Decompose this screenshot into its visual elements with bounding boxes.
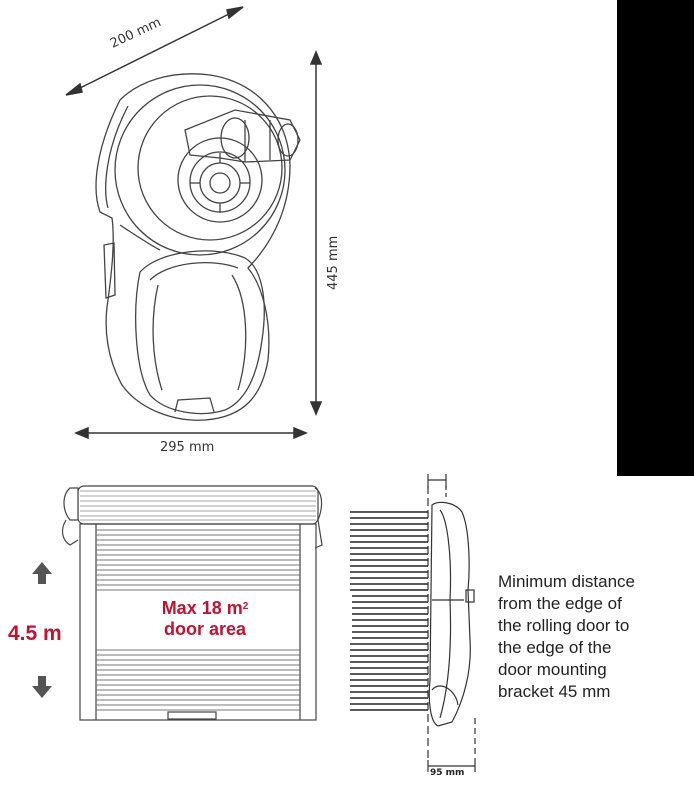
desc-line: bracket 45 mm (498, 682, 611, 701)
clearance-description: Minimum distance from the edge of the ro… (498, 571, 688, 703)
side-view-slats (350, 511, 428, 711)
side-view-drawing (427, 474, 476, 772)
down-arrow-icon (32, 676, 52, 698)
height-label: 445 mm (326, 235, 341, 290)
width-dimension-arrow (74, 426, 308, 440)
motor-body (95, 73, 301, 421)
desc-line: from the edge of (498, 594, 622, 613)
clearance-label: 95 mm (430, 768, 465, 778)
door-area-label: Max 18 m2 door area (105, 598, 305, 640)
desc-line: door mounting (498, 660, 607, 679)
door-slats (96, 529, 300, 711)
rolling-door (61, 485, 323, 721)
area-line1: Max 18 m (161, 598, 243, 618)
desc-line: the edge of the (498, 638, 612, 657)
area-line2: door area (163, 619, 247, 639)
side-panel (617, 0, 694, 476)
width-label: 295 mm (160, 440, 215, 455)
depth-dimension-arrow (65, 6, 244, 96)
desc-line: the rolling door to (498, 616, 630, 635)
desc-line: Minimum distance (498, 572, 635, 591)
up-arrow-icon (32, 562, 52, 584)
height-dimension-arrow (309, 50, 323, 416)
door-height-label: 4.5 m (8, 622, 62, 645)
area-superscript: 2 (242, 601, 249, 612)
